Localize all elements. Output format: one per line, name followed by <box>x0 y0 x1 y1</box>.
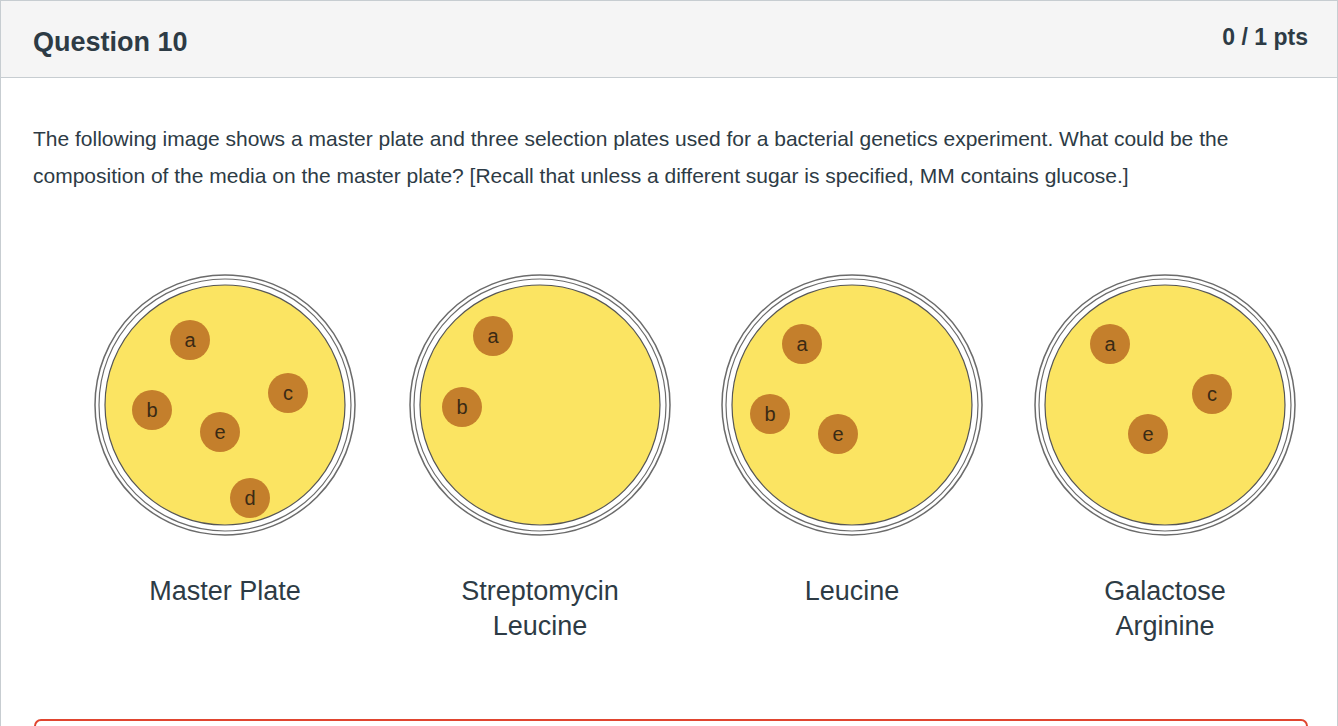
colony-letter: a <box>796 334 807 354</box>
panel-border <box>0 78 1 726</box>
petri-plate: Streptomycin Leucineab <box>408 273 672 537</box>
points-label: 0 / 1 pts <box>1222 22 1308 52</box>
bacterial-colony: d <box>230 478 270 518</box>
answer-box-edge <box>35 720 1307 726</box>
plate-label: Master Plate <box>115 574 335 609</box>
colony-letter: a <box>487 326 498 346</box>
colony-letter: d <box>244 488 255 508</box>
petri-plate: Galactose Arginineace <box>1033 273 1297 537</box>
colony-letter: b <box>146 400 157 420</box>
petri-plate: Leucineabe <box>720 273 984 537</box>
colony-letter: c <box>283 383 293 403</box>
bacterial-colony: c <box>268 373 308 413</box>
plate-label: Streptomycin Leucine <box>430 574 650 644</box>
colony-letter: e <box>214 422 225 442</box>
bacterial-colony: b <box>132 390 172 430</box>
panel-border <box>1337 78 1338 726</box>
question-text: The following image shows a master plate… <box>33 120 1308 194</box>
colony-letter: e <box>1142 424 1153 444</box>
bacterial-colony: a <box>170 320 210 360</box>
plate-label: Leucine <box>742 574 962 609</box>
colony-letter: b <box>764 404 775 424</box>
question-title: Question 10 <box>33 24 188 60</box>
plate-label: Galactose Arginine <box>1055 574 1275 644</box>
colony-letter: a <box>1104 334 1115 354</box>
bacterial-colony: a <box>782 324 822 364</box>
colony-letter: b <box>456 397 467 417</box>
bacterial-colony: b <box>750 394 790 434</box>
header-bar <box>1 1 1338 78</box>
petri-dish <box>1033 273 1297 537</box>
bacterial-colony: a <box>473 316 513 356</box>
bacterial-colony: a <box>1090 324 1130 364</box>
bacterial-colony: e <box>200 412 240 452</box>
bacterial-colony: c <box>1192 374 1232 414</box>
petri-plate: Master Plateabced <box>93 273 357 537</box>
colony-letter: a <box>184 330 195 350</box>
colony-letter: c <box>1207 384 1217 404</box>
bacterial-colony: e <box>818 414 858 454</box>
colony-letter: e <box>832 424 843 444</box>
bacterial-colony: b <box>442 387 482 427</box>
bacterial-colony: e <box>1128 414 1168 454</box>
